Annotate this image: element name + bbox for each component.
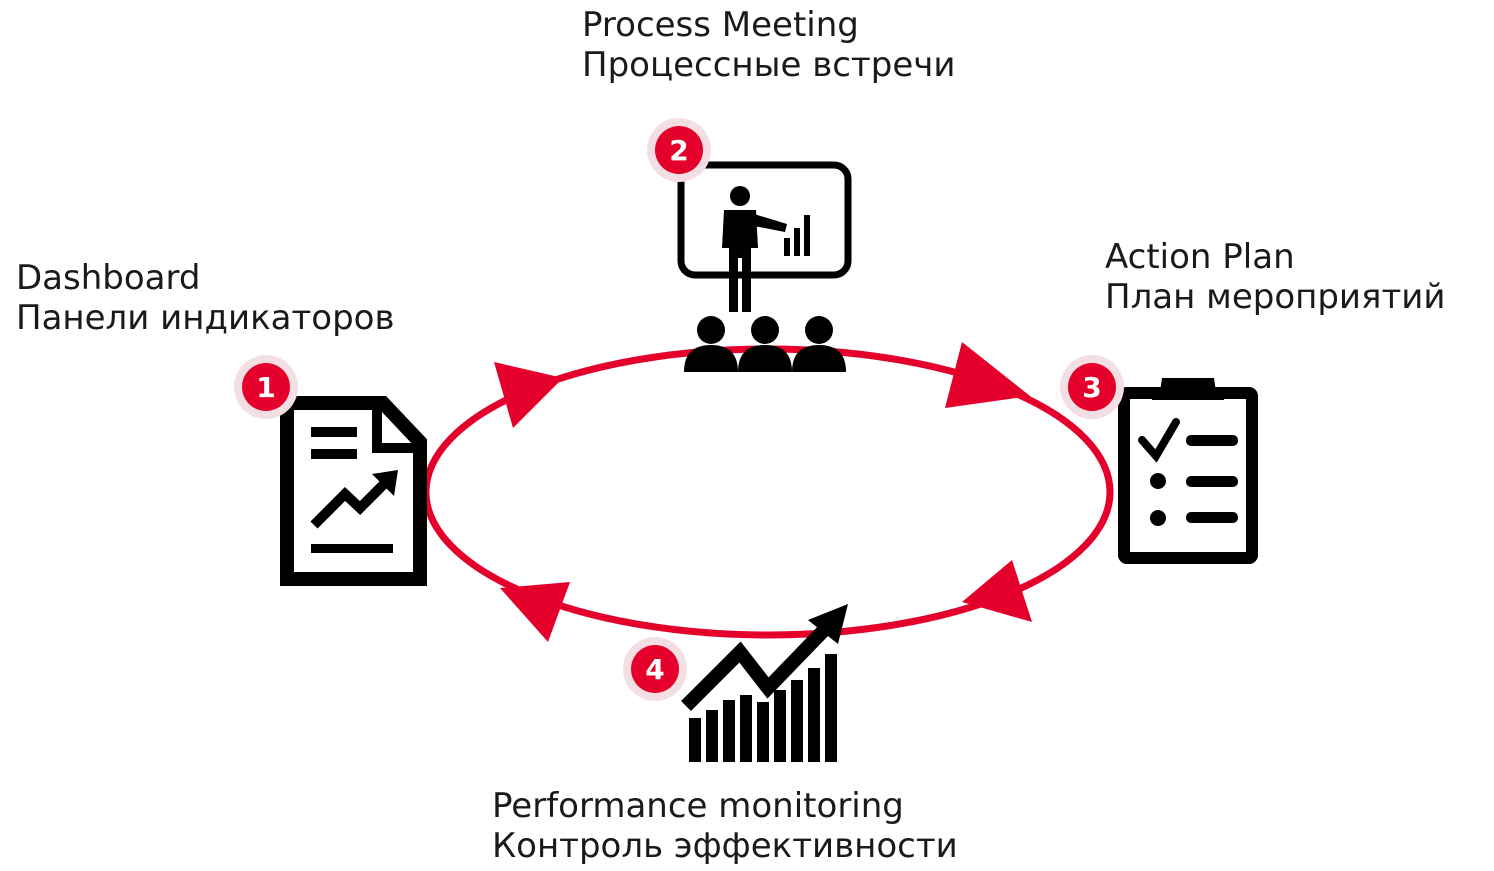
step-badge-1: 1 — [234, 355, 298, 419]
step-title-ru: Процессные встречи — [582, 45, 956, 85]
arrow-top-left — [494, 362, 563, 428]
step-title-en: Action Plan — [1105, 237, 1295, 277]
step-title-en: Process Meeting — [582, 5, 859, 45]
step-badge-4: 4 — [623, 637, 687, 701]
step-label-performance-monitoring: Performance monitoring Контроль эффектив… — [492, 786, 958, 866]
step-badge-3: 3 — [1060, 355, 1124, 419]
step-label-dashboard: Dashboard Панели индикаторов — [16, 258, 395, 338]
step-title-ru: План мероприятий — [1105, 277, 1446, 317]
step-number-1: 1 — [256, 371, 275, 404]
step-title-en: Performance monitoring — [492, 786, 904, 826]
presentation-icon — [677, 161, 852, 372]
arrow-bottom-left — [500, 582, 570, 642]
checklist-clipboard-icon — [1118, 378, 1258, 564]
arrow-bottom-right — [962, 560, 1032, 622]
arrow-top-right — [945, 342, 1030, 408]
step-title-en: Dashboard — [16, 258, 201, 298]
step-badge-2: 2 — [647, 118, 711, 182]
step-label-process-meeting: Process Meeting Процессные встречи — [582, 5, 955, 85]
step-number-3: 3 — [1082, 371, 1101, 404]
step-title-ru: Панели индикаторов — [16, 298, 395, 338]
document-chart-icon — [280, 396, 427, 586]
step-number-2: 2 — [669, 134, 688, 167]
growth-chart-icon — [681, 604, 848, 762]
step-title-ru: Контроль эффективности — [492, 826, 958, 866]
step-number-4: 4 — [645, 653, 664, 686]
step-label-action-plan: Action Plan План мероприятий — [1105, 237, 1445, 317]
